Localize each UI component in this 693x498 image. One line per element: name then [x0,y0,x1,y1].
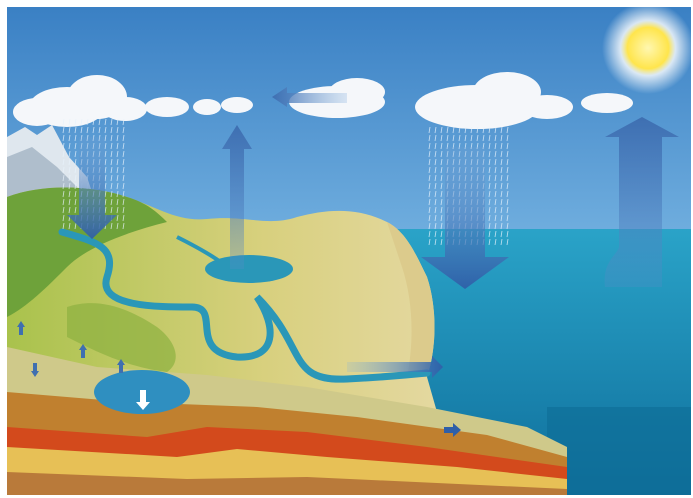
downflow-arrow-small [31,363,39,377]
beach [387,222,435,377]
river-runoff-arrow [347,356,443,378]
lake [205,255,293,283]
upflow-arrow-small [17,321,25,335]
infiltration-arrow [136,390,150,410]
upflow-arrow-small [79,344,87,358]
upflow-arrow-small [117,359,125,373]
cloud-right [415,72,633,129]
river-tributary [176,235,231,271]
water-cycle-diagram [7,7,691,495]
ocean-deep [547,407,691,495]
rock-layer-bottom [7,472,567,495]
cloud-small-left [145,97,253,117]
cloud-left [13,75,147,127]
cloud-transport-arrow [272,87,347,107]
forest-area [7,187,167,317]
river [58,228,431,383]
evaporation-from-lake-arrow [222,125,252,269]
groundwater-flow-arrow [444,423,461,437]
evaporation-from-ocean-arrow [604,117,679,287]
precipitation-over-land-arrow [67,137,117,239]
sun-icon [602,7,691,94]
precipitation-over-ocean-arrow [421,147,509,289]
